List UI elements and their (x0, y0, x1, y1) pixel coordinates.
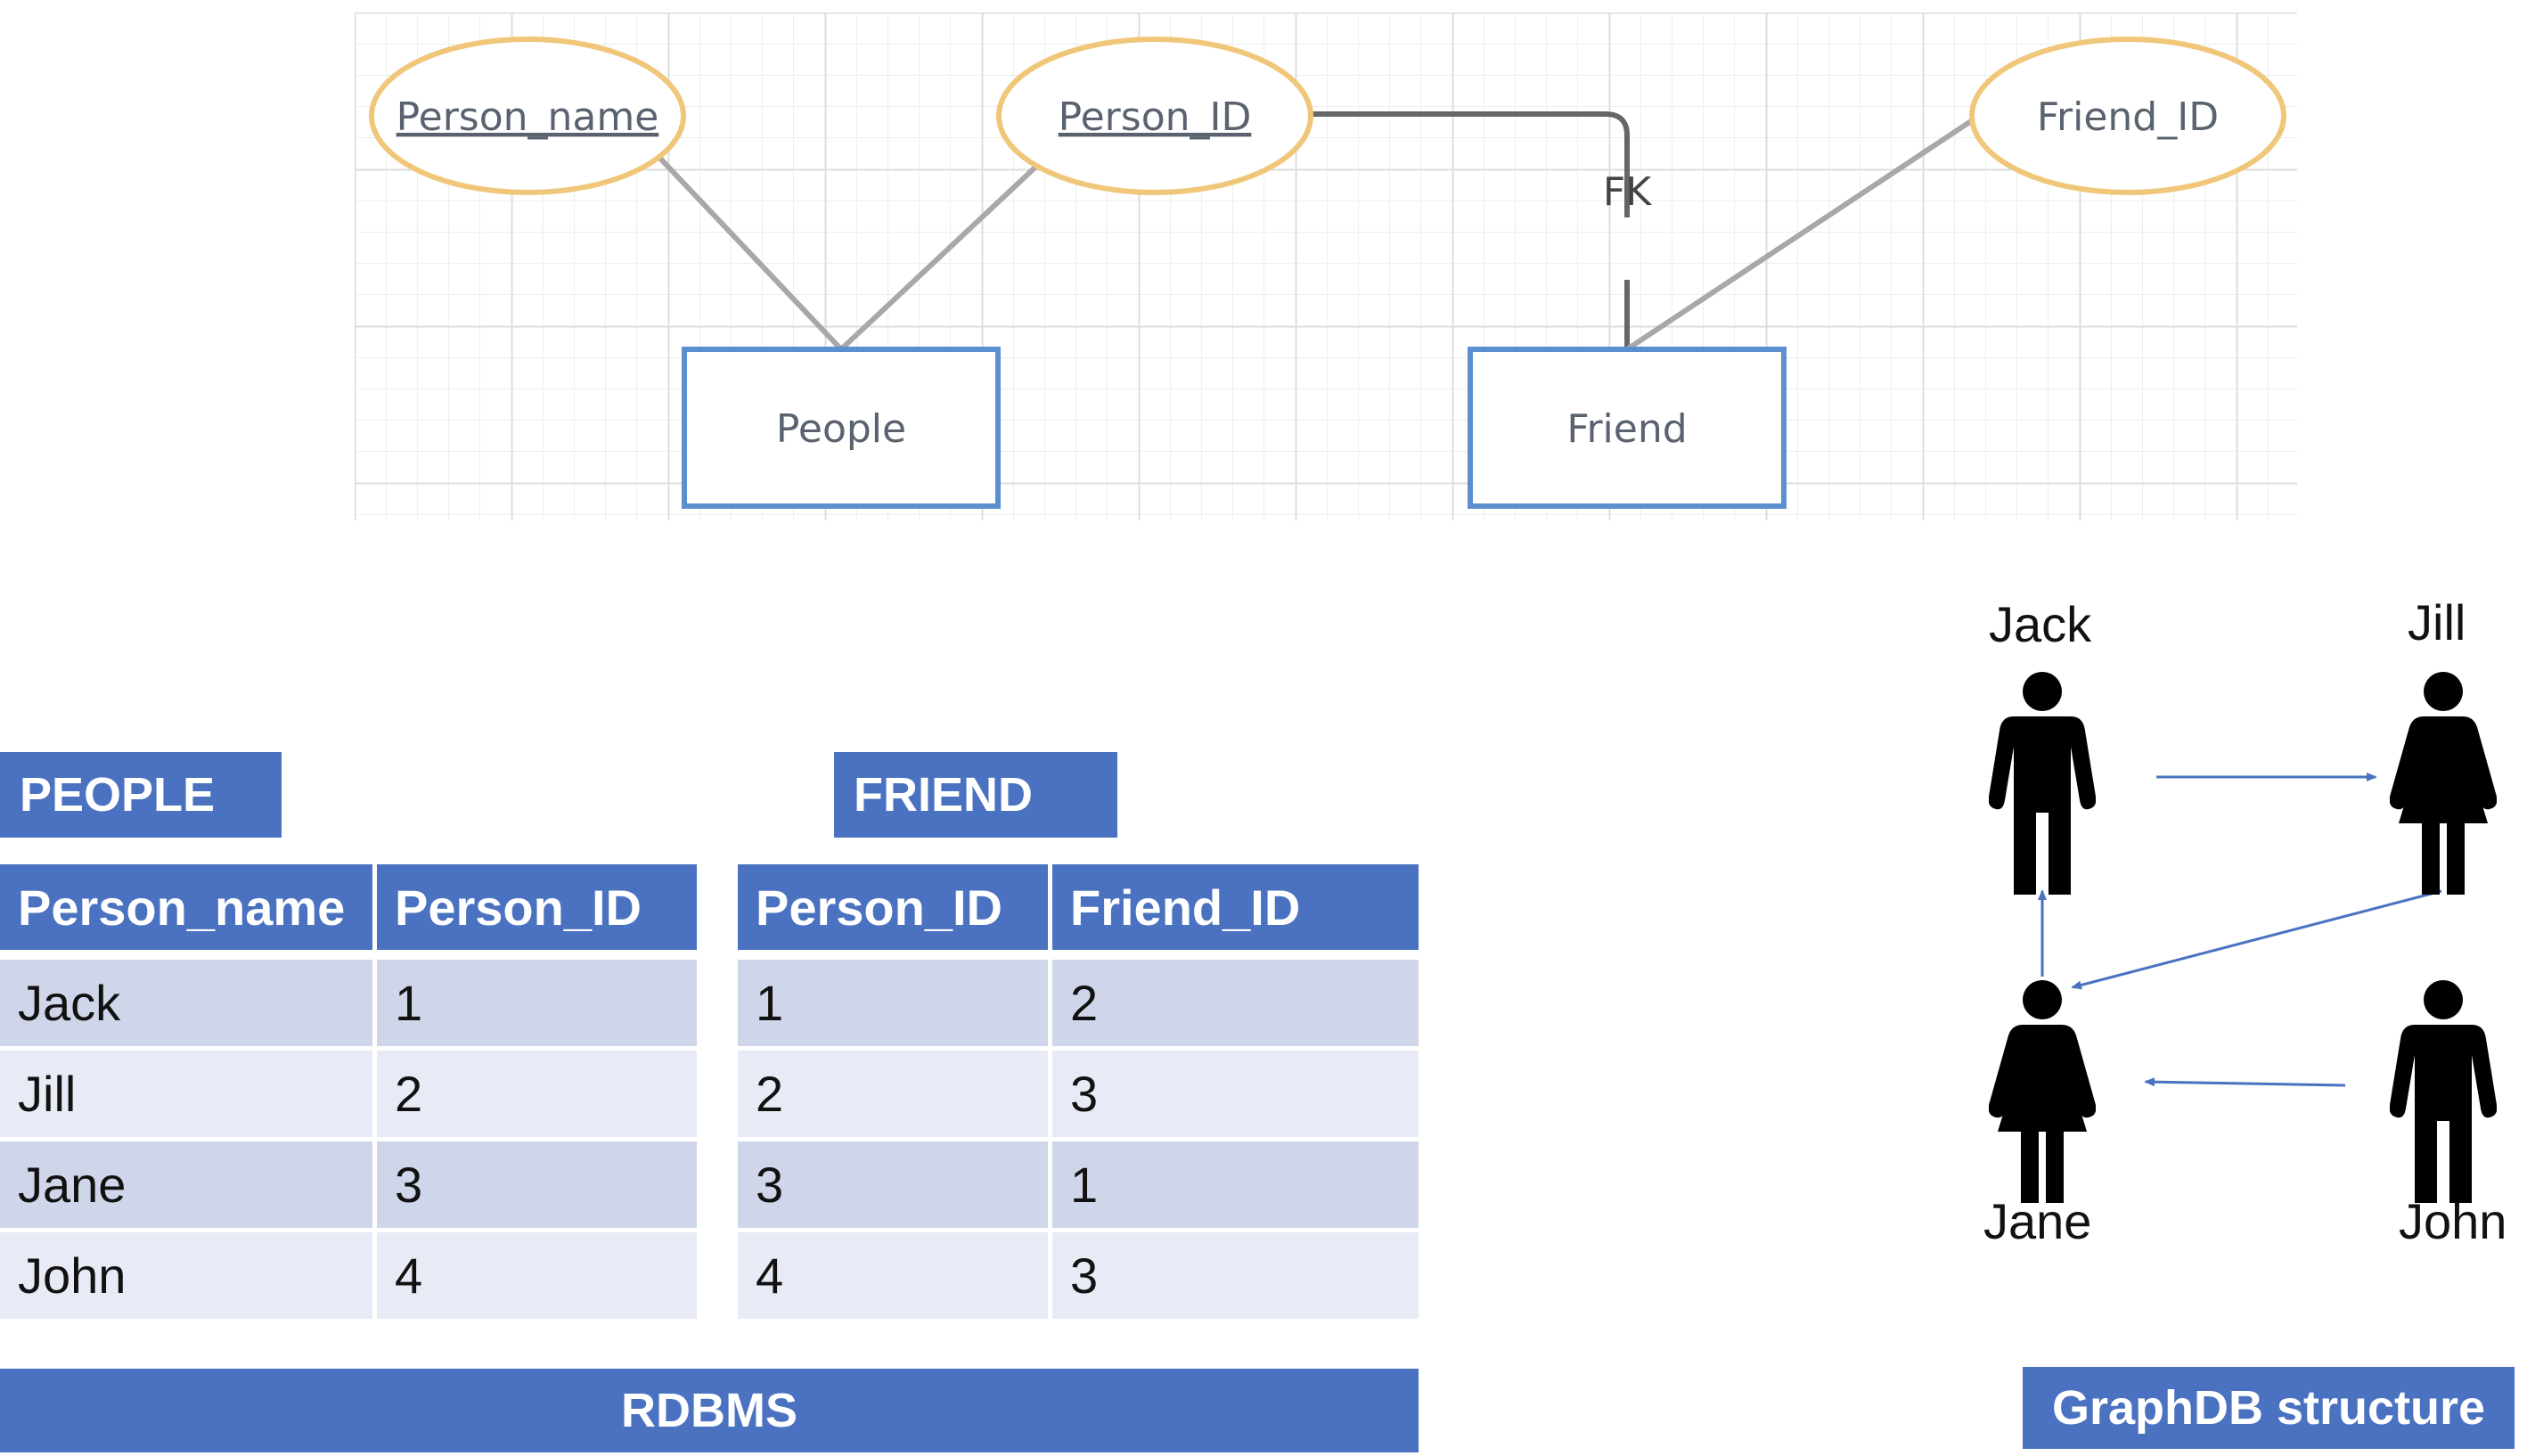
attribute-person-name: Person_name (369, 37, 686, 195)
table-row: 1 2 (738, 955, 1419, 1046)
woman-icon (1989, 980, 2096, 1203)
table-cell: 3 (738, 1137, 1048, 1228)
table-row: Jack 1 (0, 955, 697, 1046)
table-cell: 2 (372, 1046, 697, 1137)
table-cell: 1 (372, 955, 697, 1046)
connector-person-id-people (838, 160, 1043, 352)
man-icon (2390, 980, 2497, 1203)
entity-label: People (776, 406, 906, 452)
graph-canvas (1989, 672, 2497, 1203)
entity-friend: Friend (1468, 347, 1787, 509)
attribute-person-id: Person_ID (996, 37, 1313, 195)
edge-john-jane (2144, 1077, 2346, 1087)
man-icon (1989, 672, 2096, 895)
node-label-jill: Jill (2408, 594, 2466, 650)
table-row: Jane 3 (0, 1137, 697, 1228)
table-row: 2 3 (738, 1046, 1419, 1137)
edge-jill-jane (2071, 889, 2442, 990)
table-cell: 3 (372, 1137, 697, 1228)
column-header: Person_ID (738, 864, 1048, 955)
table-row: John 4 (0, 1228, 697, 1319)
fk-label: FK (1603, 169, 1652, 215)
column-header: Friend_ID (1048, 864, 1419, 955)
er-diagram: FK Person_name Person_ID Friend_ID Peopl… (355, 12, 2297, 520)
node-label-jack: Jack (1989, 596, 2092, 652)
friend-table-title: FRIEND (834, 752, 1117, 838)
connector-friend-id-friend (1625, 115, 1978, 352)
table-cell: 2 (738, 1046, 1048, 1137)
table-cell: 2 (1048, 955, 1419, 1046)
table-cell: 1 (1048, 1137, 1419, 1228)
node-label-jane: Jane (1983, 1193, 2092, 1249)
table-cell: 3 (1048, 1228, 1419, 1319)
table-cell: Jill (0, 1046, 372, 1137)
table-header-row: Person_name Person_ID (0, 864, 697, 955)
table-row: 4 3 (738, 1228, 1419, 1319)
table-cell: 4 (738, 1228, 1048, 1319)
graphdb-diagram: Jack Jill Jane John (1942, 588, 2527, 1283)
people-table-title: PEOPLE (0, 752, 282, 838)
entity-people: People (682, 347, 1001, 509)
table-cell: Jane (0, 1137, 372, 1228)
table-cell: 4 (372, 1228, 697, 1319)
entity-label: Friend (1566, 406, 1687, 452)
woman-icon (2390, 672, 2497, 895)
attribute-friend-id: Friend_ID (1969, 37, 2286, 195)
table-cell: 1 (738, 955, 1048, 1046)
column-header: Person_name (0, 864, 372, 955)
attribute-label: Person_name (397, 94, 659, 140)
node-label-john: John (2399, 1193, 2507, 1249)
table-row: Jill 2 (0, 1046, 697, 1137)
graphdb-label: GraphDB structure (2023, 1367, 2515, 1449)
column-header: Person_ID (372, 864, 697, 955)
attribute-label: Person_ID (1059, 94, 1252, 140)
table-header-row: Person_ID Friend_ID (738, 864, 1419, 955)
table-cell: 3 (1048, 1046, 1419, 1137)
table-cell: Jack (0, 955, 372, 1046)
attribute-label: Friend_ID (2037, 94, 2219, 140)
connector-fk-top (1306, 111, 1630, 217)
people-table: Person_name Person_ID Jack 1 Jill 2 Jane… (0, 864, 697, 1319)
friend-table: Person_ID Friend_ID 1 2 2 3 3 1 4 3 (738, 864, 1419, 1319)
er-diagram-canvas: FK Person_name Person_ID Friend_ID Peopl… (355, 12, 2297, 520)
connector-person-name-people (644, 142, 844, 352)
table-row: 3 1 (738, 1137, 1419, 1228)
rdbms-label: RDBMS (0, 1369, 1419, 1452)
table-cell: John (0, 1228, 372, 1319)
